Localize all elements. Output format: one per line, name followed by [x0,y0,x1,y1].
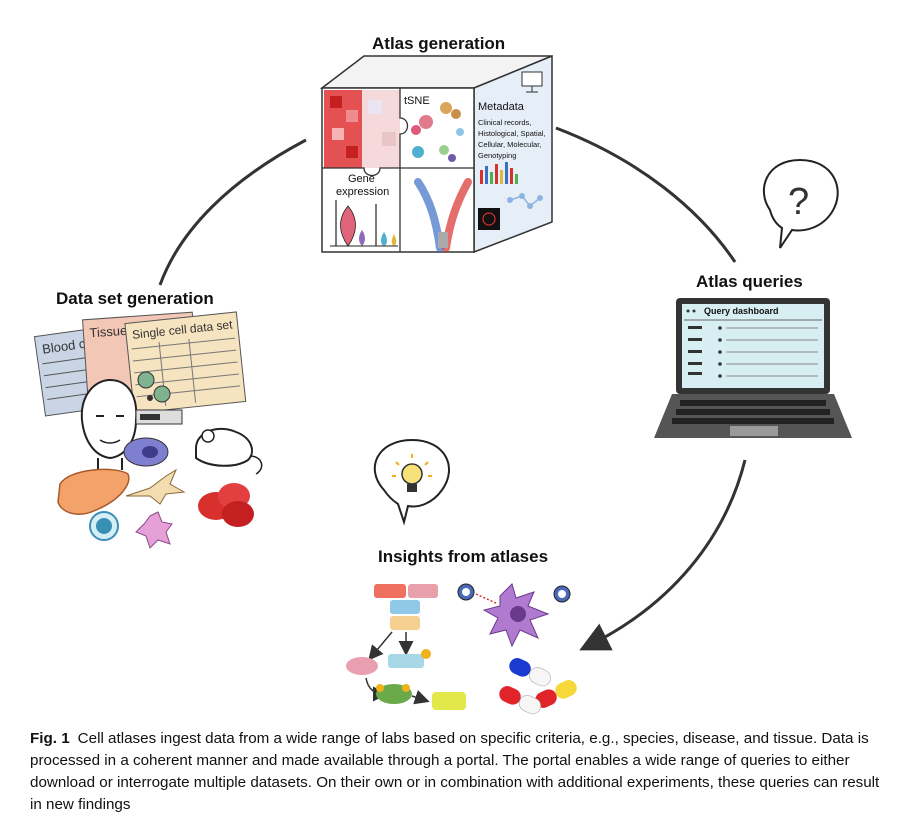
cycle-arrow-bottom [579,459,747,651]
figure-canvas: tSNE Gene expression [33,54,852,715]
pills-icon [499,658,577,715]
caption-text: Cell atlases ingest data from a wide ran… [30,730,880,813]
dashboard-sidebar [688,326,702,375]
mouse-icon [195,427,263,475]
cycle-arc-right [555,126,737,263]
sequencer-icon [135,409,183,425]
volcano-plot [414,178,472,252]
human-head-icon [80,378,138,470]
laptop-screen [682,304,824,388]
red-blood-cells-icon [198,483,254,527]
heatmap-panel [324,90,400,168]
molecule-icon [507,193,543,209]
lightbulb-bubble [373,438,450,526]
violin-plots [330,200,398,247]
metadata-line-2: Histological, Spatial, [478,129,546,138]
metadata-line-4: Genotyping [478,151,516,160]
data-set-illustration: Blood c Tissue c Single cell data set [33,311,263,549]
laptop-keyboard [672,400,834,424]
metadata-title: Metadata [478,101,525,113]
tsne-scatter [411,102,464,162]
metadata-line-3: Cellular, Molecular, [478,140,541,149]
query-bubble: ? [762,158,839,249]
gene-label-line2: expression [336,186,389,198]
laptop-icon: Query dashboard [654,298,852,438]
gene-label-line1: Gene [348,173,375,185]
atlas-generation-title: Atlas generation [372,34,506,53]
monitor-icon [521,71,543,93]
metadata-line-1: Clinical records, [478,118,531,127]
data-set-generation-title: Data set generation [56,289,214,308]
dashboard-rows [718,326,818,378]
lightbulb-icon [392,454,432,492]
purple-cell-icon [123,437,169,467]
neuron-icon [125,468,186,505]
atlas-queries-title: Atlas queries [696,272,803,291]
pathway-diagram-icon [346,584,466,710]
insights-title: Insights from atlases [378,547,549,566]
puzzle-line-horizontal [322,167,474,177]
puzzle-line-vertical [399,88,409,252]
green-cells-icon [137,371,171,403]
genotyping-bars [480,162,518,184]
question-mark-icon: ? [788,181,809,223]
blue-cell-icon [89,511,119,541]
cycle-arc-left [158,138,307,286]
atlas-cube: tSNE Gene expression [319,54,553,254]
query-dashboard-title: Query dashboard [704,306,779,316]
liver-icon [57,468,130,515]
histology-thumbnail [478,208,500,230]
immune-cell-icon [457,583,571,648]
figure-stage: tSNE Gene expression [33,34,852,715]
laptop-trackpad [730,426,778,436]
sheet-single-cell: Single cell data set [124,311,247,414]
sheet-blood-label: Blood c [41,336,87,357]
figure-label: Fig. 1 [30,730,70,747]
tsne-label: tSNE [404,95,430,107]
pink-cell-icon [135,511,173,549]
